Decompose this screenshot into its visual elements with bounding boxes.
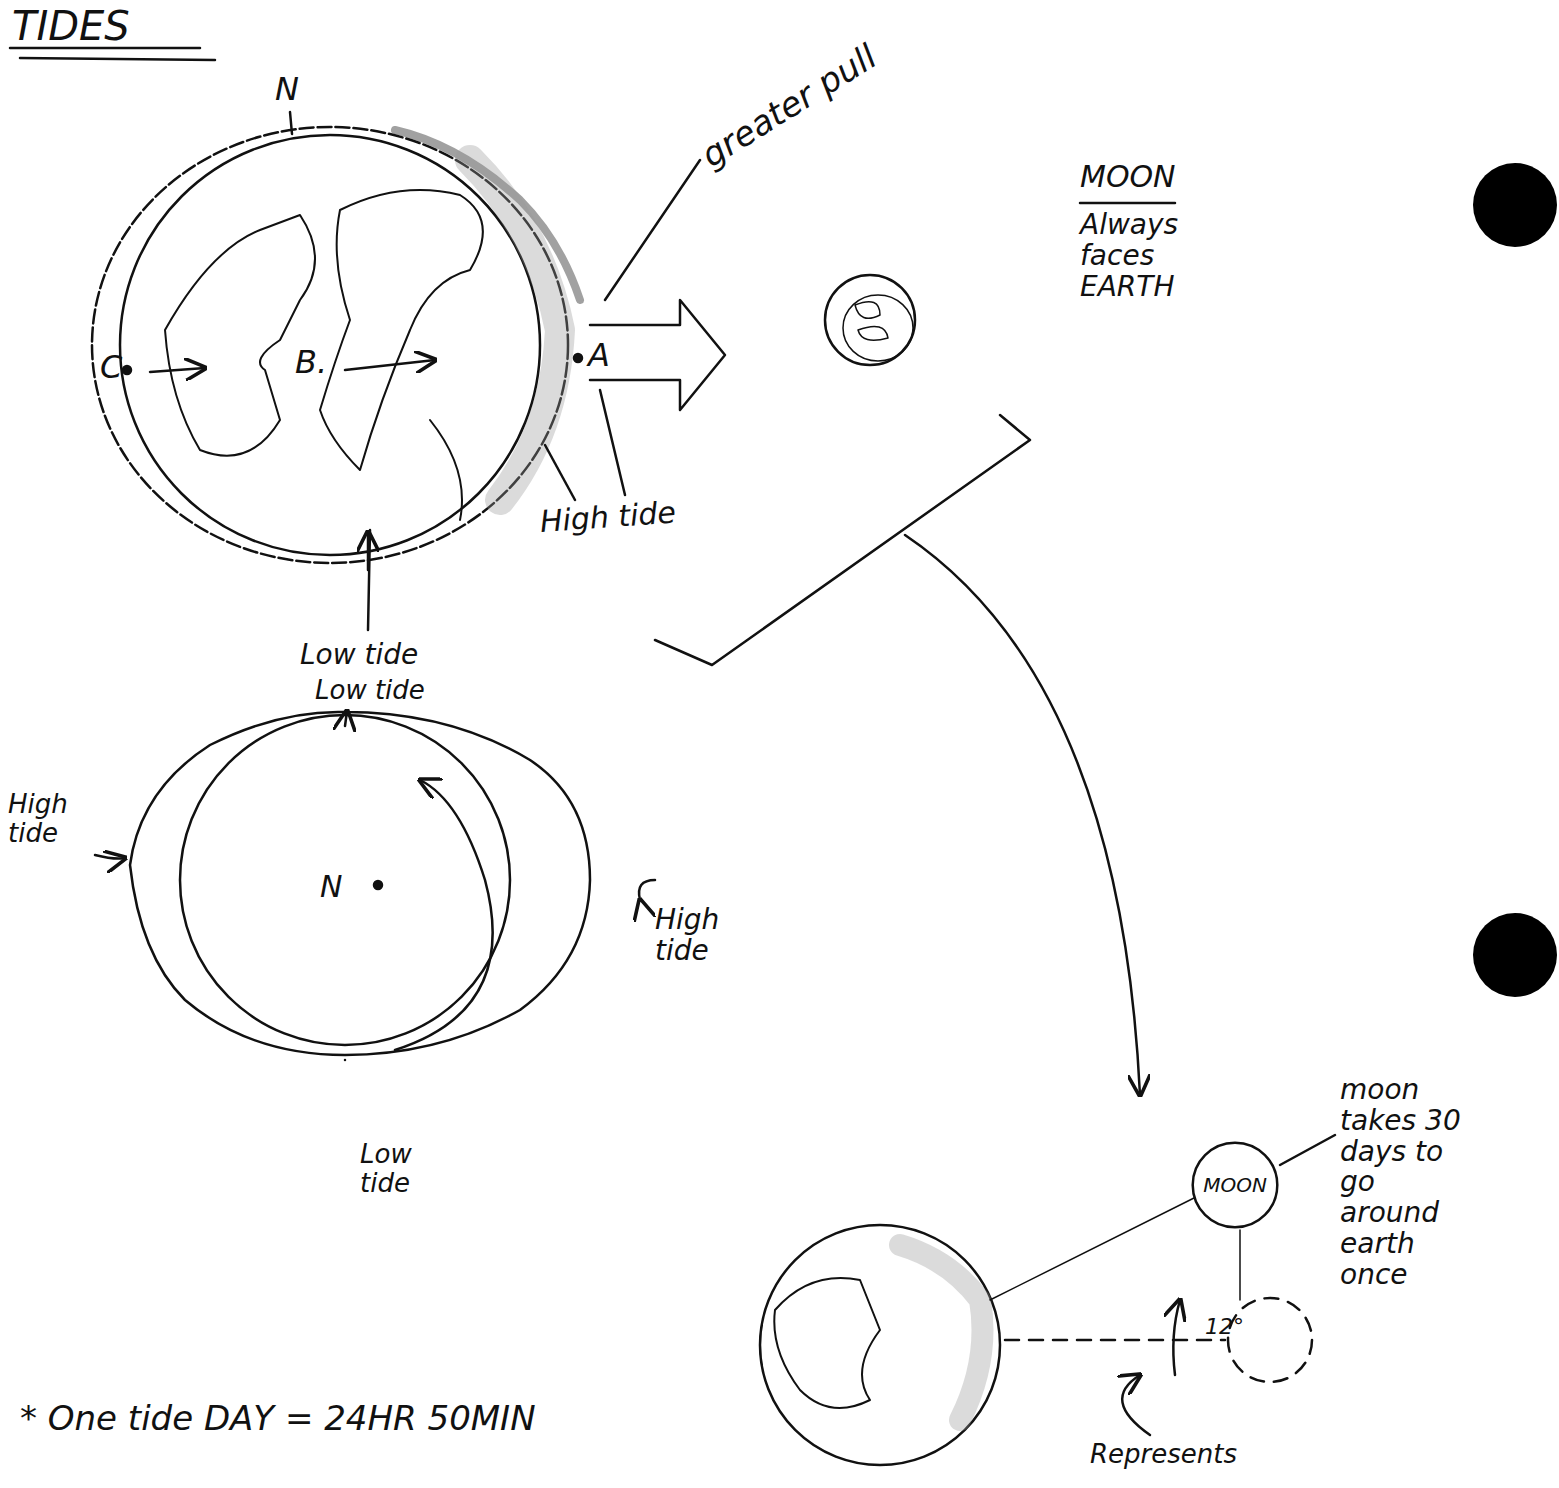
tide-bulge xyxy=(130,712,590,1055)
leader-line xyxy=(1122,1375,1150,1435)
pole-label: N xyxy=(275,72,299,107)
heading-underline xyxy=(1080,202,1175,205)
reference-line xyxy=(1005,1339,1225,1342)
moon-label: MOON xyxy=(1203,1174,1267,1196)
note: moon takes 30 days to go around earth on… xyxy=(1340,1075,1480,1291)
point-label: A xyxy=(588,338,610,373)
shading xyxy=(900,1245,983,1420)
note: * One tide DAY = 24HR 50MIN xyxy=(20,1400,536,1437)
tide-label: Low tide xyxy=(300,640,418,671)
leader-line xyxy=(345,711,347,726)
tide-label: Low tide xyxy=(360,1140,440,1197)
leader-line xyxy=(605,160,700,300)
leader-line xyxy=(639,880,655,900)
pull-arrow xyxy=(590,300,725,410)
tide-label: Low tide xyxy=(315,676,425,705)
leader-line xyxy=(367,532,370,570)
earth-globe xyxy=(760,1225,1000,1465)
punch-hole xyxy=(1473,913,1557,997)
pull-arrow xyxy=(345,360,435,370)
leader-line xyxy=(545,445,575,500)
rotation-arrow xyxy=(395,780,493,1050)
title-underline xyxy=(20,58,215,60)
continent xyxy=(320,190,483,470)
previous-moon xyxy=(1228,1298,1312,1382)
note: Always faces EARTH xyxy=(1080,210,1255,302)
bracket xyxy=(655,415,1030,665)
point-a xyxy=(574,354,582,362)
continent xyxy=(430,420,462,520)
pole-mark xyxy=(290,112,292,134)
continent xyxy=(165,215,315,456)
tide-bulge xyxy=(92,127,568,563)
angle-label: 12° xyxy=(1205,1315,1244,1339)
punch-hole xyxy=(1473,163,1557,247)
moon xyxy=(825,275,915,365)
angle-arrow xyxy=(1173,1300,1180,1375)
pole-dot xyxy=(374,881,382,889)
note: greater pull xyxy=(695,38,883,175)
moon-face xyxy=(843,295,913,361)
tide-label: High tide xyxy=(539,496,677,538)
note-heading: MOON xyxy=(1080,160,1176,193)
continent xyxy=(774,1278,880,1408)
pole-label: N xyxy=(320,870,342,903)
leader-line xyxy=(1239,1230,1241,1300)
point-label: C xyxy=(100,350,122,385)
point-label: B. xyxy=(295,345,327,380)
diagram-title: TIDES xyxy=(12,4,130,48)
leader-line xyxy=(1280,1135,1335,1165)
leader-line xyxy=(95,855,125,859)
moon-circle: MOON xyxy=(1190,1140,1280,1230)
note: Represents xyxy=(1090,1440,1237,1469)
curved-arrow xyxy=(905,535,1140,1095)
point-c xyxy=(123,366,131,374)
pull-arrow xyxy=(150,368,205,372)
leader-line xyxy=(368,530,370,630)
sight-line xyxy=(990,1195,1200,1300)
tide-label: High tide xyxy=(8,790,88,847)
earth-top-view xyxy=(180,715,510,1045)
moon-crater xyxy=(855,302,888,341)
moon-circle-outline xyxy=(1193,1143,1278,1228)
tide-label: High tide xyxy=(655,905,745,967)
earth-globe xyxy=(120,135,540,555)
leader-line xyxy=(600,390,625,495)
